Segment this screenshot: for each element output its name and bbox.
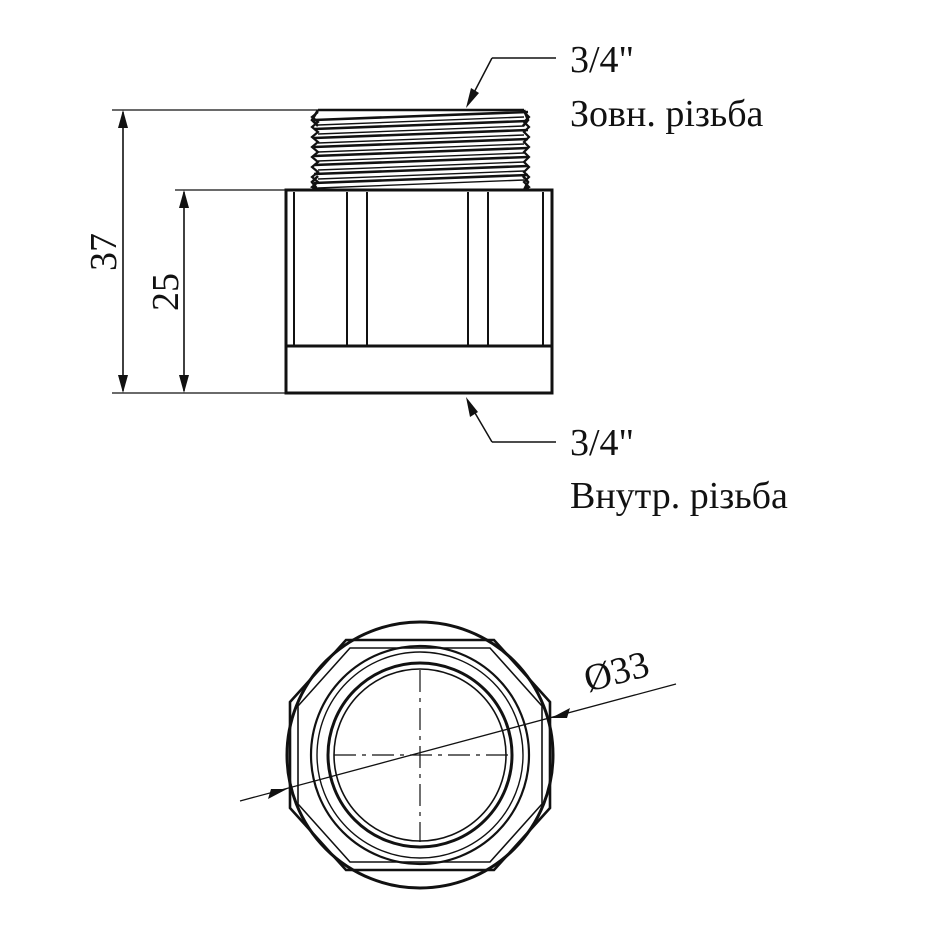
side-view: 37 25 xyxy=(83,39,788,517)
outer-circle xyxy=(285,620,555,890)
dimension-25-label: 25 xyxy=(145,273,187,311)
bottom-thread-type: Внутр. різьба xyxy=(570,475,788,517)
dimension-37: 37 xyxy=(83,110,128,393)
bottom-thread-callout: 3/4" Внутр. різьба xyxy=(466,397,788,517)
top-thread-type: Зовн. різьба xyxy=(570,93,764,135)
bottom-thread-size: 3/4" xyxy=(570,422,634,464)
hex-body xyxy=(284,188,554,395)
dimension-37-label: 37 xyxy=(83,233,125,271)
top-thread-callout: 3/4" Зовн. різьба xyxy=(466,39,764,135)
dimension-25: 25 xyxy=(145,190,189,393)
external-thread xyxy=(310,108,531,191)
diameter-dimension: Ø33 xyxy=(239,643,677,802)
top-thread-size: 3/4" xyxy=(570,39,634,81)
hexagon xyxy=(288,638,552,872)
end-view: Ø33 xyxy=(239,620,677,890)
diameter-label: Ø33 xyxy=(579,643,653,701)
